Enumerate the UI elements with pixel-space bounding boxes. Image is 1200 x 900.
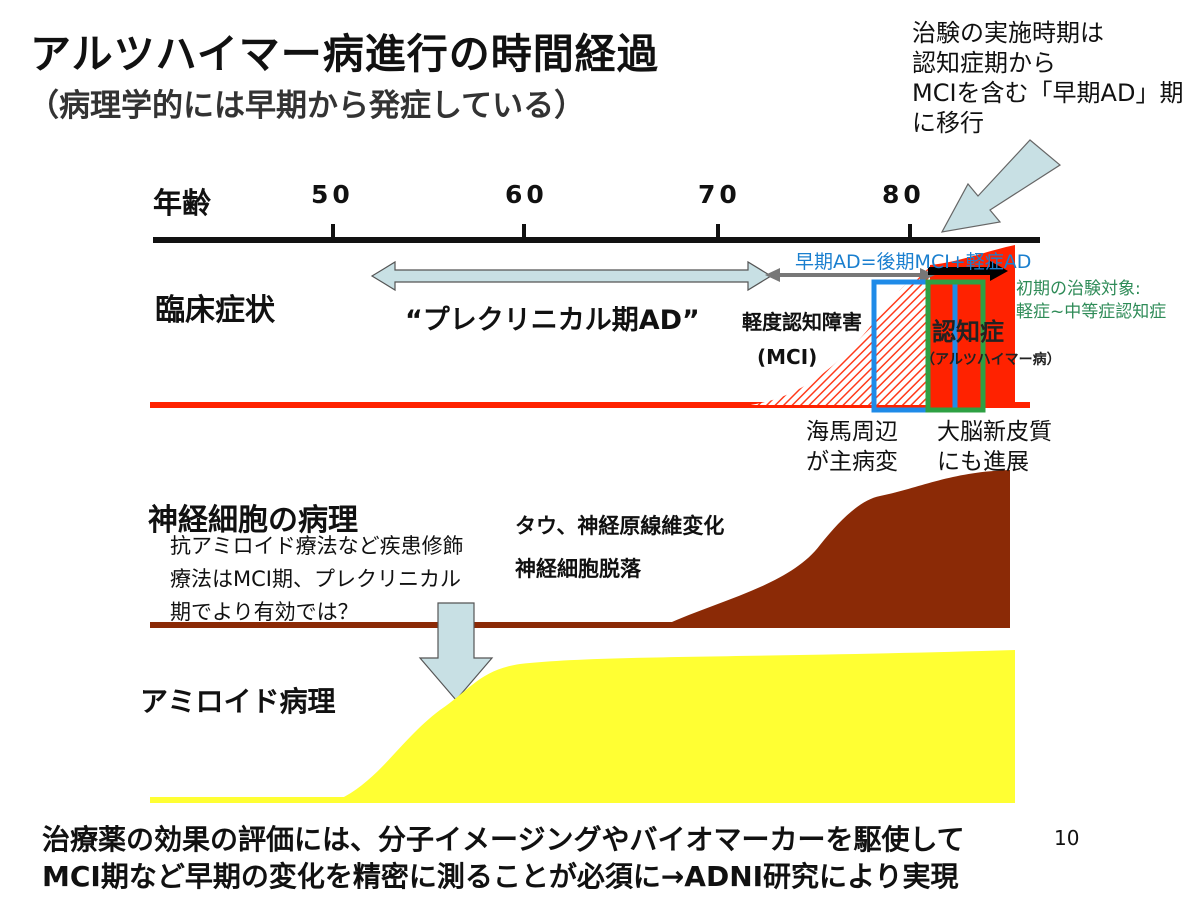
bottom-line-2: MCI期など早期の変化を精密に測ることが必須に→ADNI研究により実現 bbox=[42, 860, 959, 893]
page-number: 10 bbox=[1054, 826, 1080, 850]
mci-label-line2: (MCI) bbox=[757, 345, 818, 369]
dementia-black-arrowhead bbox=[990, 261, 1008, 281]
neuron-pathology-area bbox=[665, 470, 1010, 625]
mci-label-line1: 軽度認知障害 bbox=[742, 310, 862, 334]
clinical-mci-area bbox=[750, 264, 935, 405]
trial-timing-note: 治験の実施時期は 認知症期から MCIを含む「早期AD」期 に移行 bbox=[912, 19, 1184, 137]
age-tick-70: 70 bbox=[698, 180, 741, 209]
page-title: アルツハイマー病進行の時間経過 bbox=[30, 30, 659, 78]
dementia-label-line2: （アルツハイマー病） bbox=[921, 352, 1061, 368]
preclinical-label: “プレクリニカル期AD” bbox=[405, 305, 700, 336]
amyloid-row-label: アミロイド病理 bbox=[140, 685, 336, 718]
clinical-dementia-area bbox=[930, 245, 1015, 405]
dementia-label-line1: 認知症 bbox=[932, 318, 1004, 346]
age-tick-60: 60 bbox=[505, 180, 548, 209]
age-tick-80: 80 bbox=[882, 180, 925, 209]
trial-callout-arrow bbox=[940, 139, 1062, 233]
initial-trial-label: 初期の治験対象: 軽症~中等症認知症 bbox=[1016, 279, 1167, 322]
bottom-line-1: 治療薬の効果の評価には、分子イメージングやバイオマーカーを駆使して bbox=[42, 823, 965, 856]
tau-label-line1: タウ、神経原線維変化 bbox=[515, 514, 725, 538]
hippocampus-note: 海馬周辺 が主病変 bbox=[806, 419, 898, 475]
mci-gray-arrowhead-left bbox=[765, 268, 780, 282]
clinical-row-label: 臨床症状 bbox=[155, 293, 275, 328]
therapy-note: 抗アミロイド療法など疾患修飾 療法はMCI期、プレクリニカル 期でより有効では？ bbox=[170, 534, 464, 624]
amyloid-pathology-area bbox=[338, 650, 1015, 800]
initial-trial-green-box bbox=[925, 279, 986, 413]
cortex-note: 大脳新皮質 にも進展 bbox=[937, 419, 1052, 475]
page-subtitle: （病理学的には早期から発症している） bbox=[28, 88, 586, 124]
early-ad-blue-box bbox=[871, 279, 958, 413]
age-axis-label: 年齢 bbox=[153, 186, 212, 220]
preclinical-double-arrow bbox=[370, 260, 773, 292]
therapy-down-arrow bbox=[418, 602, 494, 701]
tau-label-line2: 神経細胞脱落 bbox=[515, 557, 641, 581]
mci-gray-arrowhead-right bbox=[920, 268, 935, 282]
age-tick-50: 50 bbox=[311, 180, 354, 209]
early-ad-label: 早期AD=後期MCI+軽症AD bbox=[795, 251, 1032, 273]
neuron-row-label: 神経細胞の病理 bbox=[148, 503, 358, 538]
